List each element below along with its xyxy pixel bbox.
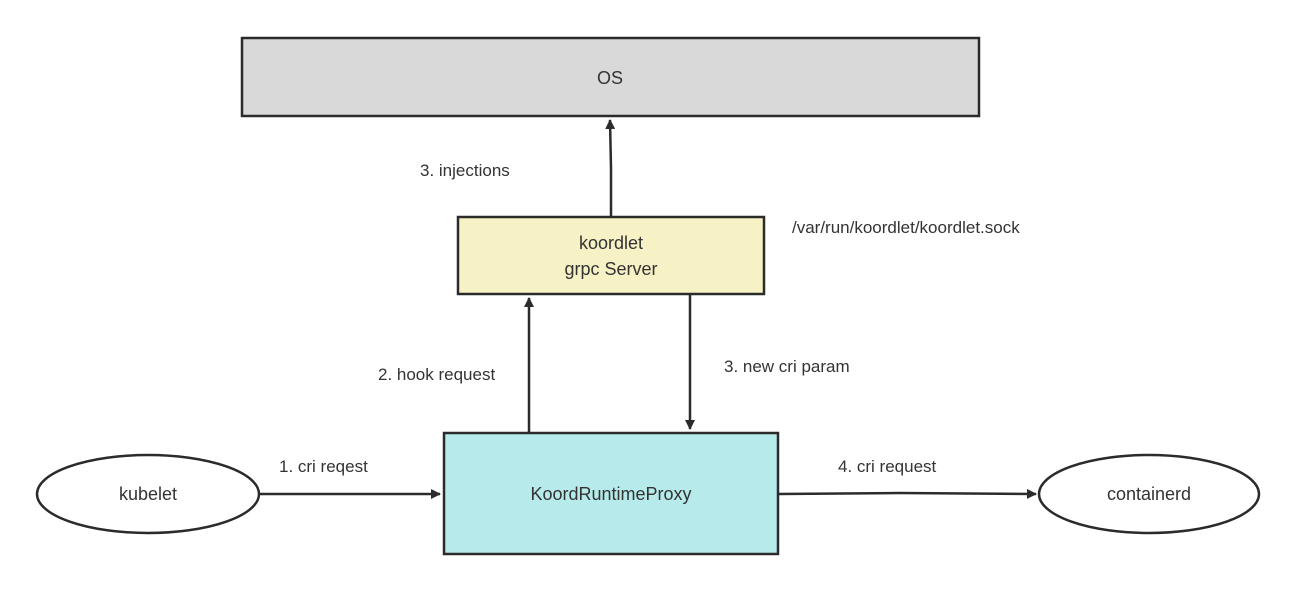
- grpc-server-label: grpc Server: [564, 259, 657, 279]
- koordlet-label: koordlet: [579, 233, 643, 253]
- injections-arrow: [605, 119, 616, 216]
- os-node: OS: [240, 36, 981, 118]
- containerd-label: containerd: [1107, 484, 1191, 504]
- kubelet-ellipse: [35, 453, 261, 535]
- injections-label: 3. injections: [420, 161, 510, 180]
- hook-request-label: 2. hook request: [378, 365, 495, 384]
- kubelet-label: kubelet: [119, 484, 177, 504]
- koordlet-node: koordlet grpc Server: [456, 215, 766, 296]
- kubelet-node: kubelet: [35, 453, 261, 535]
- containerd-ellipse: [1037, 453, 1261, 535]
- proxy-box: [442, 431, 780, 556]
- new-cri-param-label: 3. new cri param: [724, 357, 850, 376]
- koordlet-box: [456, 215, 766, 296]
- cri-request-label: 4. cri request: [838, 457, 937, 476]
- os-label: OS: [597, 68, 623, 88]
- os-box: [240, 36, 981, 118]
- proxy-node: KoordRuntimeProxy: [442, 431, 780, 556]
- proxy-label: KoordRuntimeProxy: [530, 484, 691, 504]
- cri-reqest-label: 1. cri reqest: [279, 457, 368, 476]
- cri-request-arrow: [778, 488, 1037, 499]
- containerd-node: containerd: [1037, 453, 1261, 535]
- socket-path-label: /var/run/koordlet/koordlet.sock: [792, 218, 1020, 237]
